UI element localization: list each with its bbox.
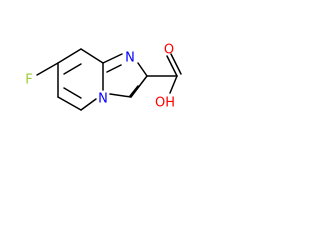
imine-nitrogen-label: N [125,51,135,66]
bond-c5-c6 [57,96,82,111]
bond-c8-c8a [80,48,104,64]
structure-canvas: F N N O OH [25,43,182,111]
hydroxyl-label: OH [155,96,175,111]
bond-c2-c3-inner [129,85,139,97]
bond-group [36,48,182,111]
bond-c7-c8-inner [63,63,82,75]
bond-c-o-double-b [170,53,182,75]
molecule-structure: F N N O OH [25,43,182,111]
bond-f-c7 [36,62,59,76]
carbonyl-oxygen-label: O [164,43,174,58]
bond-c7-c8 [57,48,82,64]
bond-c5-c6-inner [63,87,82,99]
bond-c-oh [169,75,178,94]
fluorine-label: F [25,73,32,88]
bond-n1-c2 [137,62,148,77]
bond-n4-c5 [80,98,97,111]
bond-c8a-n1-inner [106,64,122,73]
bond-c-o-double-a [166,55,178,77]
bond-c8a-n1 [102,53,123,64]
bond-c3-n4 [109,93,132,98]
bridgehead-nitrogen-label: N [98,92,108,107]
bond-c2-c3 [130,75,148,98]
